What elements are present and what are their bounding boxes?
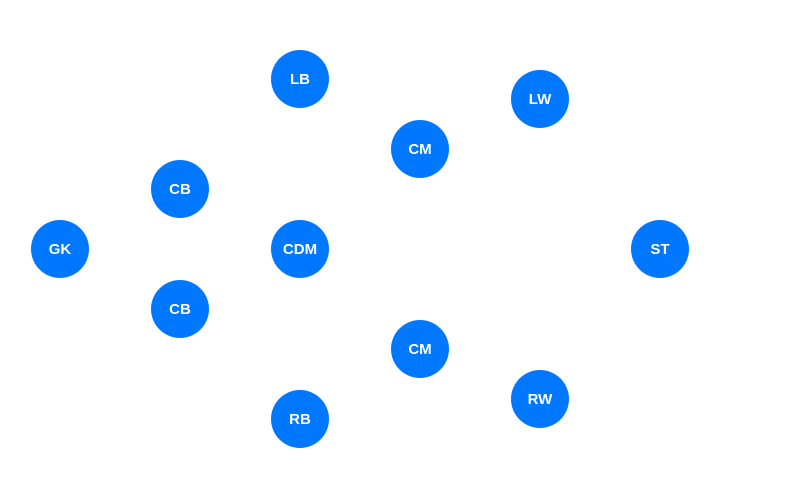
player-label: LW: [528, 90, 552, 108]
player-right-winger[interactable]: RW: [511, 370, 569, 428]
player-central-midfielder-bottom[interactable]: CM: [391, 320, 449, 378]
player-label: RB: [289, 410, 311, 428]
player-label: CDM: [282, 240, 318, 258]
player-striker[interactable]: ST: [631, 220, 689, 278]
player-left-winger[interactable]: LW: [511, 70, 569, 128]
player-label: CM: [408, 140, 432, 158]
player-center-back-bottom[interactable]: CB: [151, 280, 209, 338]
player-goalkeeper[interactable]: GK: [31, 220, 89, 278]
player-label: CB: [169, 180, 191, 198]
player-label: LB: [290, 70, 310, 88]
player-label: RW: [527, 390, 553, 408]
player-label: GK: [48, 240, 72, 258]
player-label: CM: [408, 340, 432, 358]
player-central-midfielder-top[interactable]: CM: [391, 120, 449, 178]
player-defensive-midfielder[interactable]: CDM: [271, 220, 329, 278]
player-right-back[interactable]: RB: [271, 390, 329, 448]
player-label: CB: [169, 300, 191, 318]
player-label: ST: [650, 240, 670, 258]
player-center-back-top[interactable]: CB: [151, 160, 209, 218]
player-left-back[interactable]: LB: [271, 50, 329, 108]
